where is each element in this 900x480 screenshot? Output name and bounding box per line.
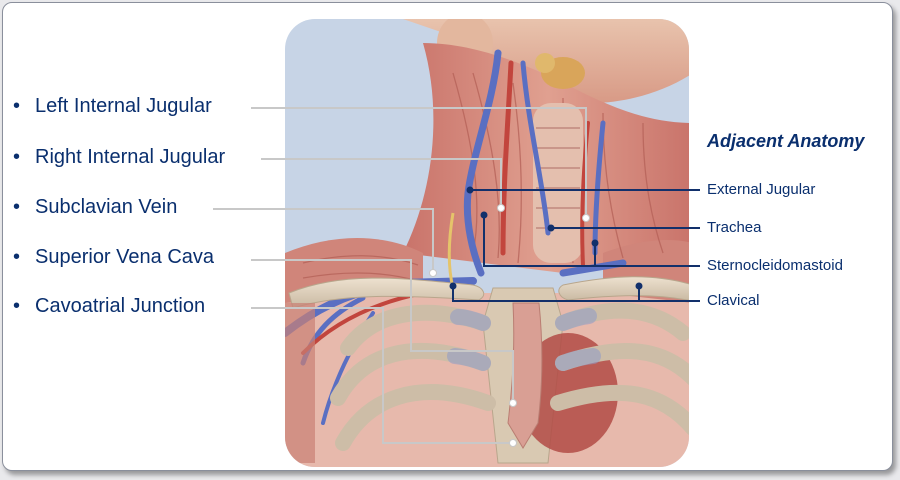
- label-subclavian-vein: • Subclavian Vein: [13, 196, 177, 219]
- bullet: •: [13, 196, 21, 218]
- label-sternocleidomastoid: Sternocleidomastoid: [707, 257, 843, 274]
- anatomy-illustration: [213, 19, 700, 467]
- left-leader-dots: [429, 204, 590, 447]
- upper-arm: [285, 303, 315, 463]
- label-external-jugular: External Jugular: [707, 181, 816, 198]
- left-leader-lines: [213, 107, 587, 444]
- label-cavoatrial-junction: • Cavoatrial Junction: [13, 295, 205, 318]
- adjacent-anatomy-heading: Adjacent Anatomy: [707, 131, 865, 151]
- label-clavical: Clavical: [707, 292, 760, 309]
- bullet: •: [13, 146, 21, 168]
- label-text: Left Internal Jugular: [35, 95, 212, 117]
- label-text: Superior Vena Cava: [35, 246, 215, 268]
- label-trachea: Trachea: [707, 219, 762, 236]
- label-text: Cavoatrial Junction: [35, 295, 206, 317]
- right-leader-lines: [452, 189, 700, 302]
- label-left-internal-jugular: • Left Internal Jugular: [13, 95, 212, 118]
- diagram-frame: • Left Internal Jugular • Right Internal J…: [2, 2, 893, 471]
- bullet: •: [13, 95, 21, 117]
- label-text: Subclavian Vein: [35, 196, 178, 218]
- ribs: [330, 302, 689, 451]
- bullet: •: [13, 246, 21, 268]
- superior-vena-cava: [507, 302, 543, 449]
- bullet: •: [13, 295, 21, 317]
- label-text: Right Internal Jugular: [35, 146, 226, 168]
- clavicle-left: [288, 277, 485, 309]
- gland-lobe: [535, 53, 555, 73]
- clavicle-right: [558, 276, 689, 302]
- label-right-internal-jugular: • Right Internal Jugular: [13, 146, 225, 169]
- illustration-panel: [285, 19, 689, 467]
- nerve: [447, 212, 455, 289]
- label-superior-vena-cava: • Superior Vena Cava: [13, 246, 214, 269]
- right-leader-dots: [449, 186, 643, 290]
